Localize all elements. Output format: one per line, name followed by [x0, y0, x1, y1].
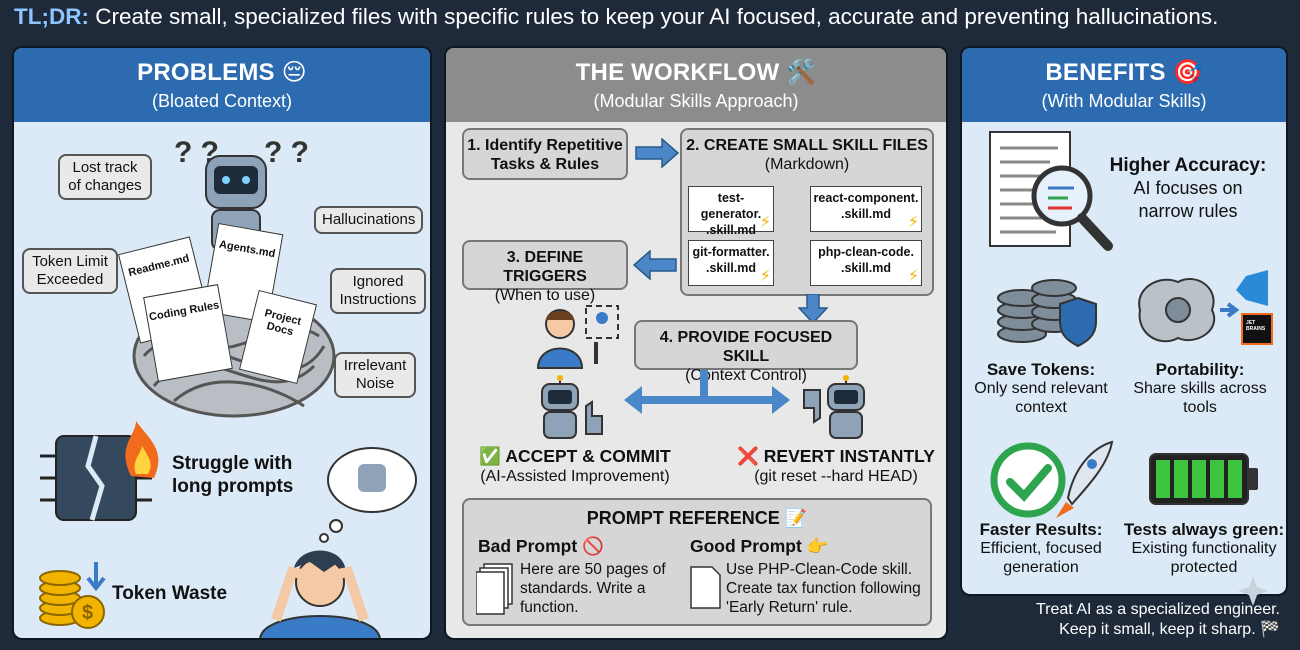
- bubble-lost-track: Lost track of changes: [58, 154, 152, 200]
- document-magnifier-icon: [989, 131, 1113, 251]
- benefits-title: BENEFITS 🎯: [1045, 59, 1203, 86]
- lightning-icon: ⚡: [907, 214, 919, 231]
- portability-title: Portability:: [1155, 360, 1245, 379]
- benefits-subtitle: (With Modular Skills): [1041, 91, 1207, 111]
- step3-title: 3. DEFINE TRIGGERS: [503, 249, 587, 285]
- skill-test-generator: test-generator. .skill.md⚡: [688, 186, 774, 237]
- step1-box: 1. Identify Repetitive Tasks & Rules: [462, 128, 628, 180]
- portability-block: Portability: Share skills across tools: [1130, 360, 1270, 417]
- accept-block: ✅ ACCEPT & COMMIT (AI-Assisted Improveme…: [470, 446, 680, 486]
- step2-title: 2. CREATE SMALL SKILL FILES: [686, 137, 928, 154]
- footer-line1: Treat AI as a specialized engineer.: [1036, 601, 1280, 618]
- prompt-reference-box: PROMPT REFERENCE 📝 Bad Prompt 🚫 Here are…: [462, 498, 932, 626]
- bubble-ignored-instructions: Ignored Instructions: [330, 268, 426, 314]
- doc-coding-rules: Coding Rules: [143, 284, 233, 382]
- step3-box: 3. DEFINE TRIGGERS (When to use): [462, 240, 628, 304]
- token-waste-text: Token Waste: [112, 583, 228, 604]
- step4-subtitle: (Context Control): [685, 367, 807, 384]
- skill-label: react-component. .skill.md: [813, 191, 919, 221]
- accuracy-block: Higher Accuracy: AI focuses on narrow ru…: [1106, 154, 1270, 223]
- tests-text: Existing functionality protected: [1131, 540, 1277, 576]
- skill-git-formatter: git-formatter. .skill.md⚡: [688, 240, 774, 286]
- workflow-panel: THE WORKFLOW 🛠️ (Modular Skills Approach…: [444, 46, 948, 640]
- broken-chip-fire-icon: [40, 421, 159, 521]
- step4-box: 4. PROVIDE FOCUSED SKILL (Context Contro…: [634, 320, 858, 384]
- lightning-icon: ⚡: [907, 268, 919, 285]
- battery-icon: [1149, 453, 1258, 505]
- prompt-reference-title: PROMPT REFERENCE 📝: [586, 508, 808, 528]
- skill-label: git-formatter. .skill.md: [692, 245, 770, 275]
- bad-prompt-title: Bad Prompt 🚫: [478, 536, 604, 556]
- tests-block: Tests always green: Existing functionali…: [1120, 520, 1286, 577]
- document-stack-icon: [476, 563, 513, 615]
- benefits-header: BENEFITS 🎯 (With Modular Skills): [962, 48, 1286, 122]
- workflow-header: THE WORKFLOW 🛠️ (Modular Skills Approach…: [446, 48, 946, 122]
- bubble-hallucinations: Hallucinations: [314, 206, 424, 234]
- tokens-title: Save Tokens:: [986, 360, 1096, 379]
- workflow-title: THE WORKFLOW 🛠️: [575, 59, 817, 86]
- tldr-line: TL;DR: Create small, specialized files w…: [14, 4, 1294, 32]
- step2-subtitle: (Markdown): [764, 156, 850, 173]
- revert-title: ❌ REVERT INSTANTLY: [737, 446, 935, 466]
- good-prompt-title: Good Prompt 👉: [690, 536, 829, 556]
- bad-prompt-text: Here are 50 pages of standards. Write a …: [520, 561, 666, 616]
- struggle-text: Struggle with long prompts: [172, 453, 294, 497]
- benefits-panel: BENEFITS 🎯 (With Modular Skills) Higher …: [960, 46, 1288, 596]
- revert-block: ❌ REVERT INSTANTLY (git reset --hard HEA…: [736, 446, 936, 486]
- skill-label: php-clean-code. .skill.md: [818, 245, 914, 275]
- accuracy-text: AI focuses on narrow rules: [1133, 178, 1243, 221]
- problems-subtitle: (Bloated Context): [151, 91, 293, 111]
- footer-tagline: Treat AI as a specialized engineer. Keep…: [990, 600, 1280, 640]
- arrow-left-icon: [632, 250, 677, 280]
- sparkle-icon: [1238, 576, 1268, 606]
- stressed-person-illustration: [259, 447, 417, 638]
- svg-text:$: $: [82, 602, 93, 624]
- portability-text: Share skills across tools: [1133, 380, 1267, 416]
- person-inspect-icon: [536, 305, 619, 369]
- brain-ide-icon: [1138, 270, 1273, 345]
- problems-header: PROBLEMS 😔 (Bloated Context): [14, 48, 430, 122]
- tokens-text: Only send relevant context: [974, 380, 1108, 416]
- step4-title: 4. PROVIDE FOCUSED SKILL: [659, 329, 833, 365]
- robot-thumbs-down-icon: [803, 375, 865, 439]
- problems-panel: PROBLEMS 😔 (Bloated Context) ? ? ? ? Los…: [12, 46, 432, 640]
- accept-title: ✅ ACCEPT & COMMIT: [479, 446, 671, 466]
- bubble-token-limit: Token Limit Exceeded: [22, 248, 118, 294]
- lightning-icon: ⚡: [759, 268, 771, 285]
- jetbrains-badge: JET BRAINS: [1246, 320, 1266, 332]
- coins-shield-icon: [997, 279, 1097, 348]
- bubble-irrelevant-noise: Irrelevant Noise: [334, 352, 416, 398]
- coins-dollar-icon: $: [39, 562, 106, 629]
- footer-line2: Keep it small, keep it sharp. 🏁: [1059, 621, 1280, 638]
- problems-title: PROBLEMS 😔: [137, 59, 307, 86]
- skill-label: test-generator. .skill.md: [700, 191, 762, 237]
- single-document-icon: [690, 566, 721, 609]
- accept-subtitle: (AI-Assisted Improvement): [480, 468, 670, 485]
- faster-title: Faster Results:: [979, 520, 1103, 539]
- check-rocket-icon: [990, 440, 1114, 518]
- tests-title: Tests always green:: [1123, 520, 1285, 539]
- accuracy-title: Higher Accuracy:: [1109, 155, 1267, 176]
- robot-thumbs-up-icon: [541, 375, 603, 439]
- step3-subtitle: (When to use): [494, 287, 596, 304]
- faster-block: Faster Results: Efficient, focused gener…: [966, 520, 1116, 577]
- revert-subtitle: (git reset --hard HEAD): [754, 468, 918, 485]
- skill-react-component: react-component. .skill.md⚡: [810, 186, 922, 232]
- tldr-text: Create small, specialized files with spe…: [95, 4, 1219, 29]
- arrow-down-icon: [798, 294, 828, 324]
- workflow-subtitle: (Modular Skills Approach): [593, 91, 799, 111]
- tldr-label: TL;DR:: [14, 4, 89, 29]
- arrow-right-icon: [635, 138, 680, 168]
- faster-text: Efficient, focused generation: [980, 540, 1102, 576]
- branch-arrows-icon: [624, 370, 790, 414]
- svg-text:? ?: ? ?: [264, 136, 309, 169]
- good-prompt-text: Use PHP-Clean-Code skill. Create tax fun…: [726, 561, 921, 616]
- tokens-block: Save Tokens: Only send relevant context: [966, 360, 1116, 417]
- skill-php-clean-code: php-clean-code. .skill.md⚡: [810, 240, 922, 286]
- lightning-icon: ⚡: [759, 214, 771, 231]
